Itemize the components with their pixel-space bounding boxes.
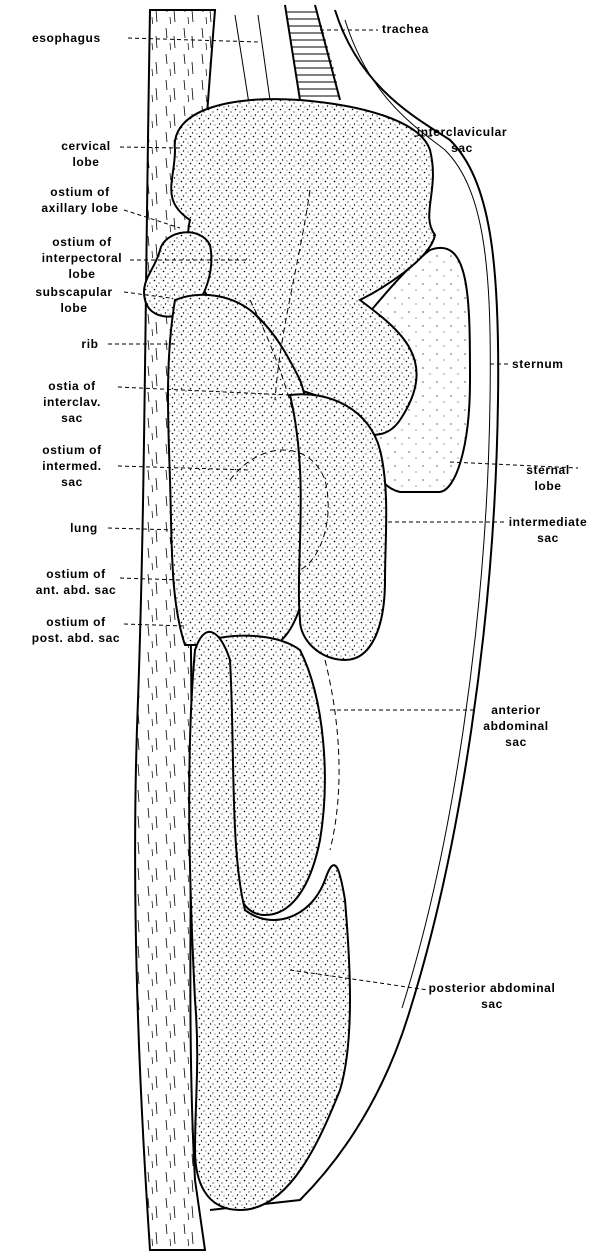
svg-text:intermediate: intermediate (509, 515, 588, 529)
svg-text:sac: sac (61, 411, 83, 425)
svg-text:sac: sac (481, 997, 503, 1011)
svg-text:ostium of: ostium of (50, 185, 110, 199)
svg-text:esophagus: esophagus (32, 31, 101, 45)
svg-text:ant. abd. sac: ant. abd. sac (36, 583, 117, 597)
svg-text:posterior abdominal: posterior abdominal (429, 981, 556, 995)
svg-text:ostium of: ostium of (52, 235, 112, 249)
svg-text:subscapular: subscapular (35, 285, 112, 299)
svg-text:interclavicular: interclavicular (417, 125, 507, 139)
svg-text:lobe: lobe (534, 479, 561, 493)
svg-text:sac: sac (505, 735, 527, 749)
svg-text:sac: sac (61, 475, 83, 489)
svg-text:ostium of: ostium of (42, 443, 102, 457)
svg-text:post. abd. sac: post. abd. sac (32, 631, 120, 645)
svg-text:lobe: lobe (72, 155, 99, 169)
svg-text:interclav.: interclav. (43, 395, 101, 409)
svg-text:ostium of: ostium of (46, 615, 106, 629)
svg-text:lobe: lobe (68, 267, 95, 281)
svg-text:sternal: sternal (526, 463, 570, 477)
svg-text:lung: lung (70, 521, 98, 535)
label-sternal-lobe: sternal lobe (450, 462, 578, 493)
svg-text:ostia of: ostia of (48, 379, 96, 393)
label-trachea: trachea (320, 22, 429, 36)
svg-text:interpectoral: interpectoral (42, 251, 123, 265)
trachea-rings (285, 5, 340, 100)
svg-text:trachea: trachea (382, 22, 429, 36)
svg-text:sac: sac (451, 141, 473, 155)
label-anterior-abdominal-sac: anterior abdominal sac (330, 703, 549, 749)
label-intermediate-sac: intermediate sac (388, 515, 587, 545)
svg-text:cervical: cervical (61, 139, 111, 153)
svg-text:rib: rib (81, 337, 98, 351)
svg-text:ostium of: ostium of (46, 567, 106, 581)
svg-text:sternum: sternum (512, 357, 564, 371)
label-sternum: sternum (490, 357, 564, 371)
svg-text:intermed.: intermed. (42, 459, 101, 473)
svg-text:sac: sac (537, 531, 559, 545)
label-esophagus: esophagus (32, 31, 260, 45)
svg-text:abdominal: abdominal (483, 719, 548, 733)
intermediate-sac (290, 394, 386, 660)
svg-text:axillary lobe: axillary lobe (41, 201, 118, 215)
svg-text:lobe: lobe (60, 301, 87, 315)
svg-text:anterior: anterior (491, 703, 540, 717)
